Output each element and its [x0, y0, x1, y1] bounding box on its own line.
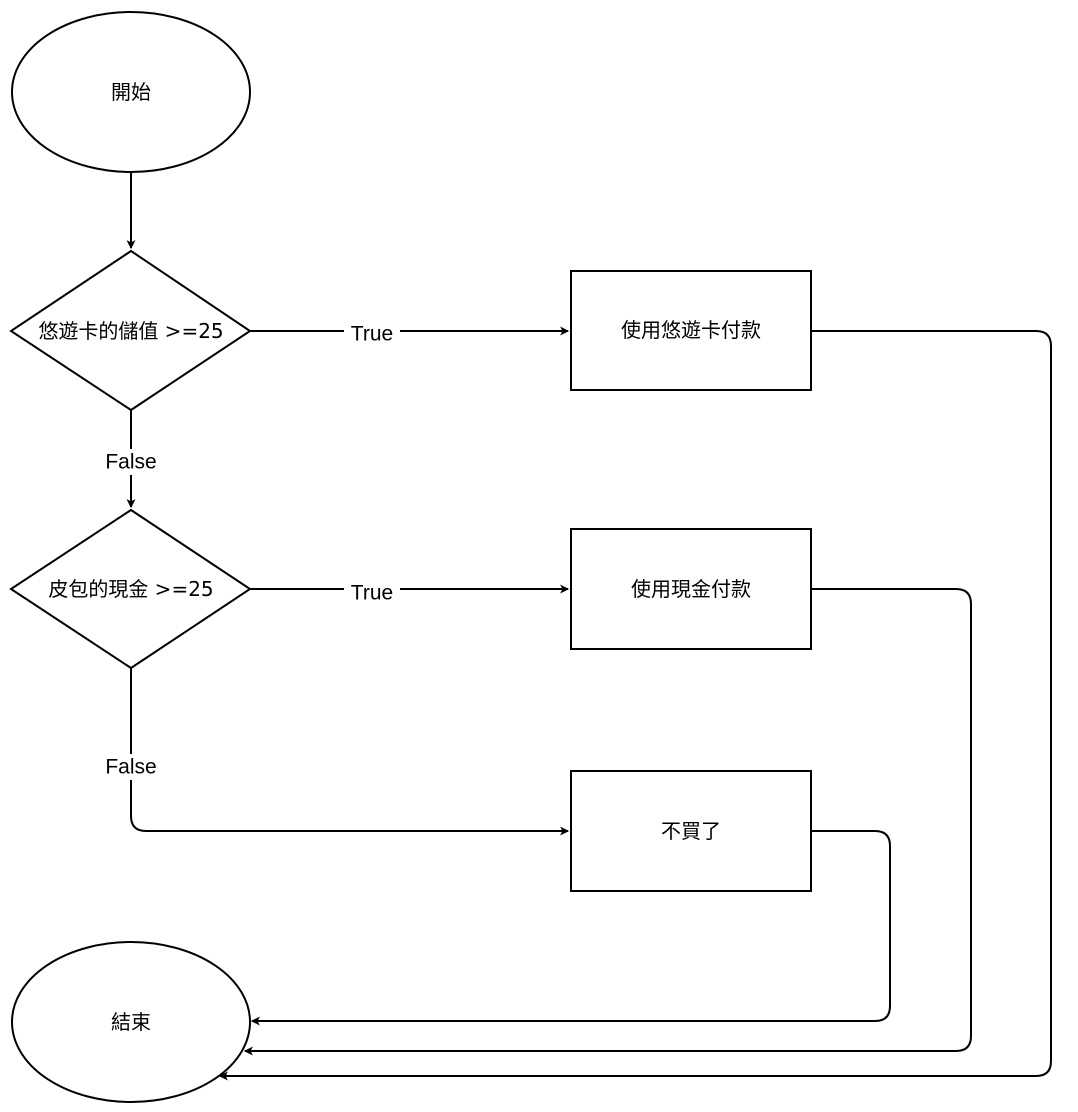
- edge-label-cash-true: True: [351, 582, 393, 605]
- pay-with-card-label: 使用悠遊卡付款: [621, 318, 761, 342]
- edge-label-card-false: False: [105, 451, 156, 474]
- pay-with-cash-label: 使用現金付款: [631, 577, 751, 601]
- edge-cash-false: [130, 668, 570, 836]
- no-buy-node: 不買了: [570, 770, 812, 892]
- decision-card-balance-label: 悠遊卡的儲值 >=25: [38, 319, 223, 343]
- edge-pay-card-to-end: [218, 330, 1052, 1081]
- edge-label-cash-false: False: [105, 756, 156, 779]
- pay-with-card-node: 使用悠遊卡付款: [570, 270, 812, 391]
- start-node-label: 開始: [111, 80, 151, 104]
- edge-no-buy-to-end: [250, 830, 891, 1026]
- edge-label-card-true: True: [351, 323, 393, 346]
- end-node-label: 結束: [111, 1010, 151, 1034]
- pay-with-cash-node: 使用現金付款: [570, 528, 812, 650]
- decision-cash-balance: 皮包的現金 >=25: [9, 508, 252, 670]
- edge-pay-cash-to-end: [243, 588, 972, 1056]
- end-node: 結束: [11, 941, 251, 1103]
- no-buy-label: 不買了: [661, 819, 721, 843]
- start-node: 開始: [11, 11, 251, 173]
- decision-card-balance: 悠遊卡的儲值 >=25: [9, 249, 252, 412]
- decision-cash-balance-label: 皮包的現金 >=25: [48, 577, 213, 601]
